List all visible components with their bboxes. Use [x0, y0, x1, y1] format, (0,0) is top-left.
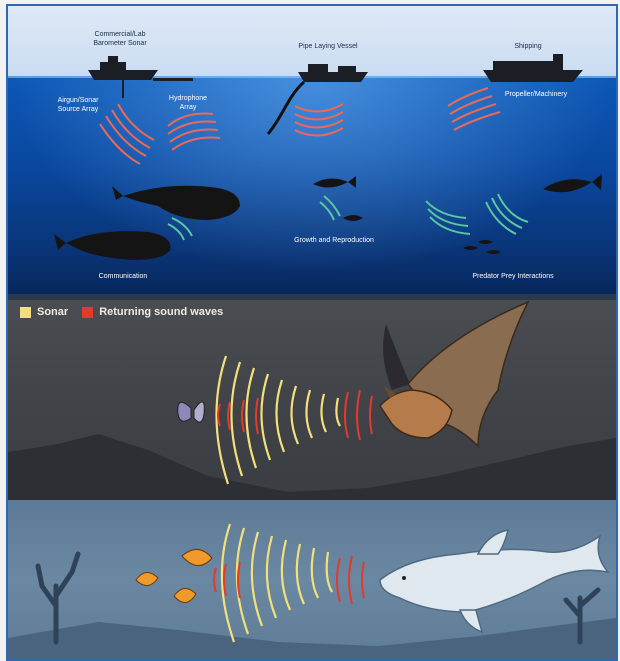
dolphin-icon: [380, 530, 608, 632]
sonar-legend-label: Sonar: [37, 306, 68, 318]
moth-icon: [178, 402, 205, 422]
returning-swatch: [82, 307, 93, 318]
sea-floor: [8, 618, 616, 659]
bat-icon: [380, 302, 528, 446]
mountain-silhouette: [8, 434, 616, 500]
sonar-waves: [216, 356, 340, 484]
diagram-frame: Commercial/LabBarometer Sonar Airgun/Son…: [6, 4, 618, 661]
sonar-swatch: [20, 307, 31, 318]
goldfish-icon: [136, 549, 212, 602]
echolocation-illustration: [8, 6, 616, 659]
legend: Sonar Returning sound waves: [20, 306, 223, 318]
returning-legend-label: Returning sound waves: [99, 306, 223, 318]
